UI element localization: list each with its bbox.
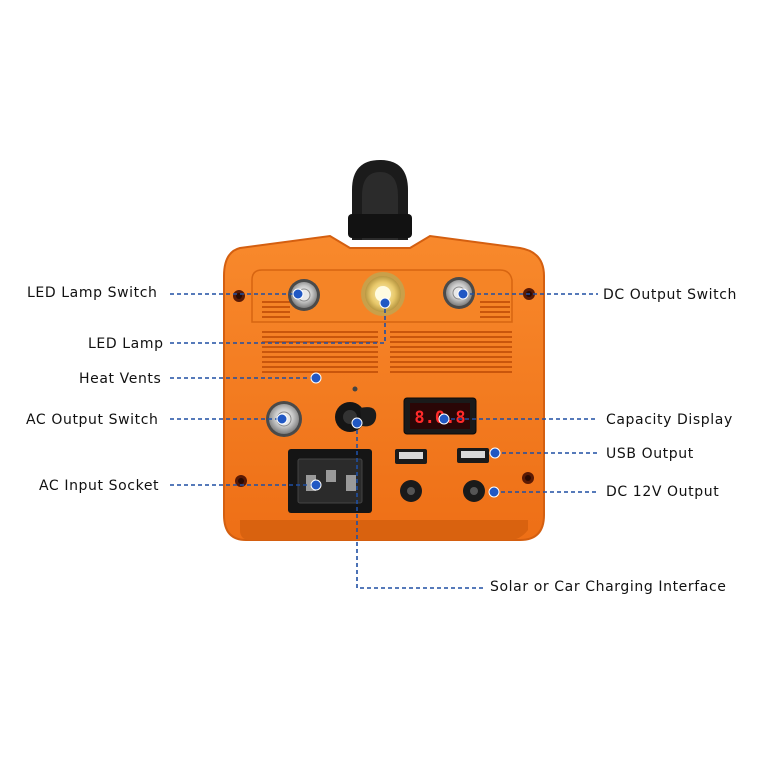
label-heat-vents: Heat Vents bbox=[79, 371, 162, 387]
ac-input-socket[interactable] bbox=[288, 449, 372, 513]
label-capacity-display: Capacity Display bbox=[606, 412, 733, 428]
label-ac-input-socket: AC Input Socket bbox=[39, 478, 160, 494]
callout-markers bbox=[276, 288, 501, 498]
led-lamp bbox=[361, 272, 405, 316]
marker-led-lamp bbox=[379, 297, 391, 309]
marker-dc-output-switch bbox=[457, 288, 469, 300]
marker-ac-output-switch bbox=[276, 413, 288, 425]
usb-output-ports[interactable] bbox=[395, 448, 489, 464]
leader-lines bbox=[170, 293, 598, 589]
label-usb-output: USB Output bbox=[606, 446, 694, 462]
marker-usb-output bbox=[489, 447, 501, 459]
led-lamp-switch-button[interactable] bbox=[288, 279, 320, 311]
leader-led-lamp bbox=[170, 303, 386, 344]
label-dc-12v-output: DC 12V Output bbox=[606, 484, 720, 500]
marker-capacity-display bbox=[438, 413, 450, 425]
dc-12v-output-ports[interactable] bbox=[400, 480, 485, 502]
leader-solar-car-charging bbox=[356, 423, 484, 589]
marker-led-lamp-switch bbox=[292, 288, 304, 300]
label-led-lamp-switch: LED Lamp Switch bbox=[27, 285, 158, 301]
label-led-lamp: LED Lamp bbox=[88, 336, 164, 352]
label-solar-car-charging: Solar or Car Charging Interface bbox=[490, 579, 727, 595]
marker-solar-car-charging bbox=[351, 417, 363, 429]
corner-screws bbox=[233, 288, 535, 487]
marker-dc-12v-output bbox=[488, 486, 500, 498]
label-dc-output-switch: DC Output Switch bbox=[603, 287, 737, 303]
carry-handle bbox=[348, 160, 412, 240]
marker-ac-input-socket bbox=[310, 479, 322, 491]
marker-heat-vents bbox=[310, 372, 322, 384]
heat-vents bbox=[262, 301, 512, 373]
label-ac-output-switch: AC Output Switch bbox=[26, 412, 159, 428]
